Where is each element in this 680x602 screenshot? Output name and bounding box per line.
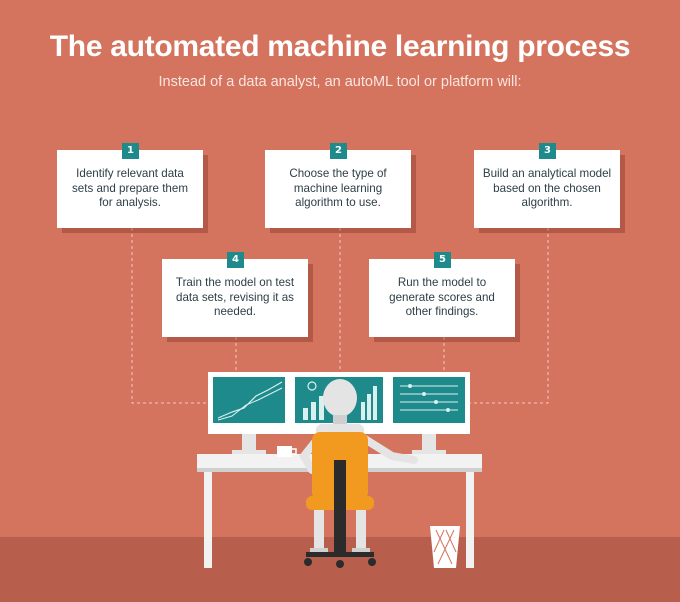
step-number-badge: 4 <box>227 252 244 268</box>
step-description: Build an analytical model based on the c… <box>482 167 612 209</box>
right-monitor <box>388 372 470 454</box>
page-subtitle: Instead of a data analyst, an autoML too… <box>158 74 522 90</box>
step-number-badge: 5 <box>434 252 451 268</box>
coffee-mug <box>277 446 297 457</box>
step-description: Choose the type of machine learning algo… <box>289 167 387 209</box>
office-chair <box>304 432 376 568</box>
step-box-4: 4 Train the model on test data sets, rev… <box>162 252 308 337</box>
step-box-1: 1 Identify relevant data sets and prepar… <box>57 143 203 228</box>
left-monitor <box>208 372 290 454</box>
connector-step-1 <box>131 228 212 404</box>
page-title: The automated machine learning process <box>49 30 631 63</box>
step-box-3: 3 Build an analytical model based on the… <box>474 143 620 228</box>
step-description: Train the model on test data sets, revis… <box>175 276 295 318</box>
step-number-badge: 3 <box>539 143 556 159</box>
wastebasket <box>430 526 460 568</box>
step-number-badge: 2 <box>330 143 347 159</box>
step-box-5: 5 Run the model to generate scores and o… <box>369 252 515 337</box>
step-description: Identify relevant data sets and prepare … <box>71 167 188 209</box>
step-number-badge: 1 <box>122 143 139 159</box>
connector-step-3 <box>468 228 549 404</box>
step-box-2: 2 Choose the type of machine learning al… <box>265 143 411 228</box>
connector-lines <box>131 228 549 404</box>
step-description: Run the model to generate scores and oth… <box>389 276 495 318</box>
